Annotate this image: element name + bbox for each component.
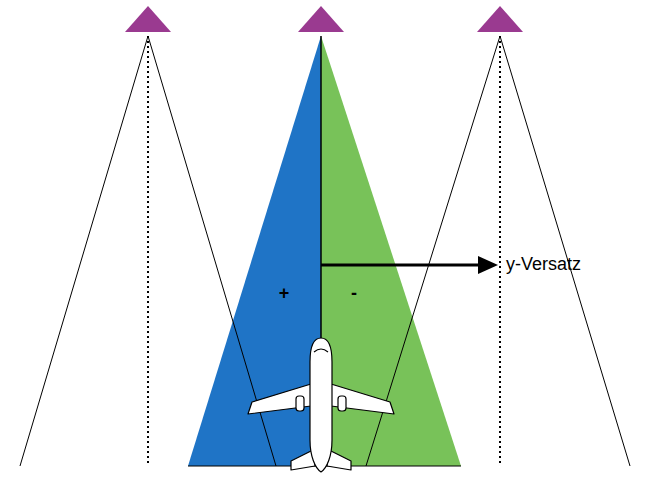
airplane-engine: [296, 396, 304, 411]
airplane: [248, 338, 394, 472]
antenna-symbol: [477, 6, 523, 32]
arrow-shaft: [321, 264, 482, 267]
cone-edge: [500, 36, 630, 466]
offset-label: y-Versatz: [506, 254, 581, 276]
offset-arrow: [321, 256, 498, 274]
cone-edge: [20, 36, 148, 466]
antenna-markers: [125, 6, 523, 32]
cone-fill-shape: [321, 36, 461, 466]
sign-label: -: [351, 284, 357, 302]
cone-fill-shape: [188, 36, 321, 466]
antenna-symbol: [125, 6, 171, 32]
dotted-axis: [147, 36, 149, 466]
airplane-fuselage: [310, 338, 332, 472]
antenna-symbol: [298, 6, 344, 32]
airplane-wing: [331, 384, 394, 414]
arrow-head: [478, 256, 498, 274]
sign-label: +: [279, 284, 290, 302]
airplane-wing: [248, 384, 311, 414]
airplane-cockpit: [314, 349, 328, 352]
dotted-axis: [499, 36, 501, 466]
airplane-engine: [338, 396, 346, 411]
